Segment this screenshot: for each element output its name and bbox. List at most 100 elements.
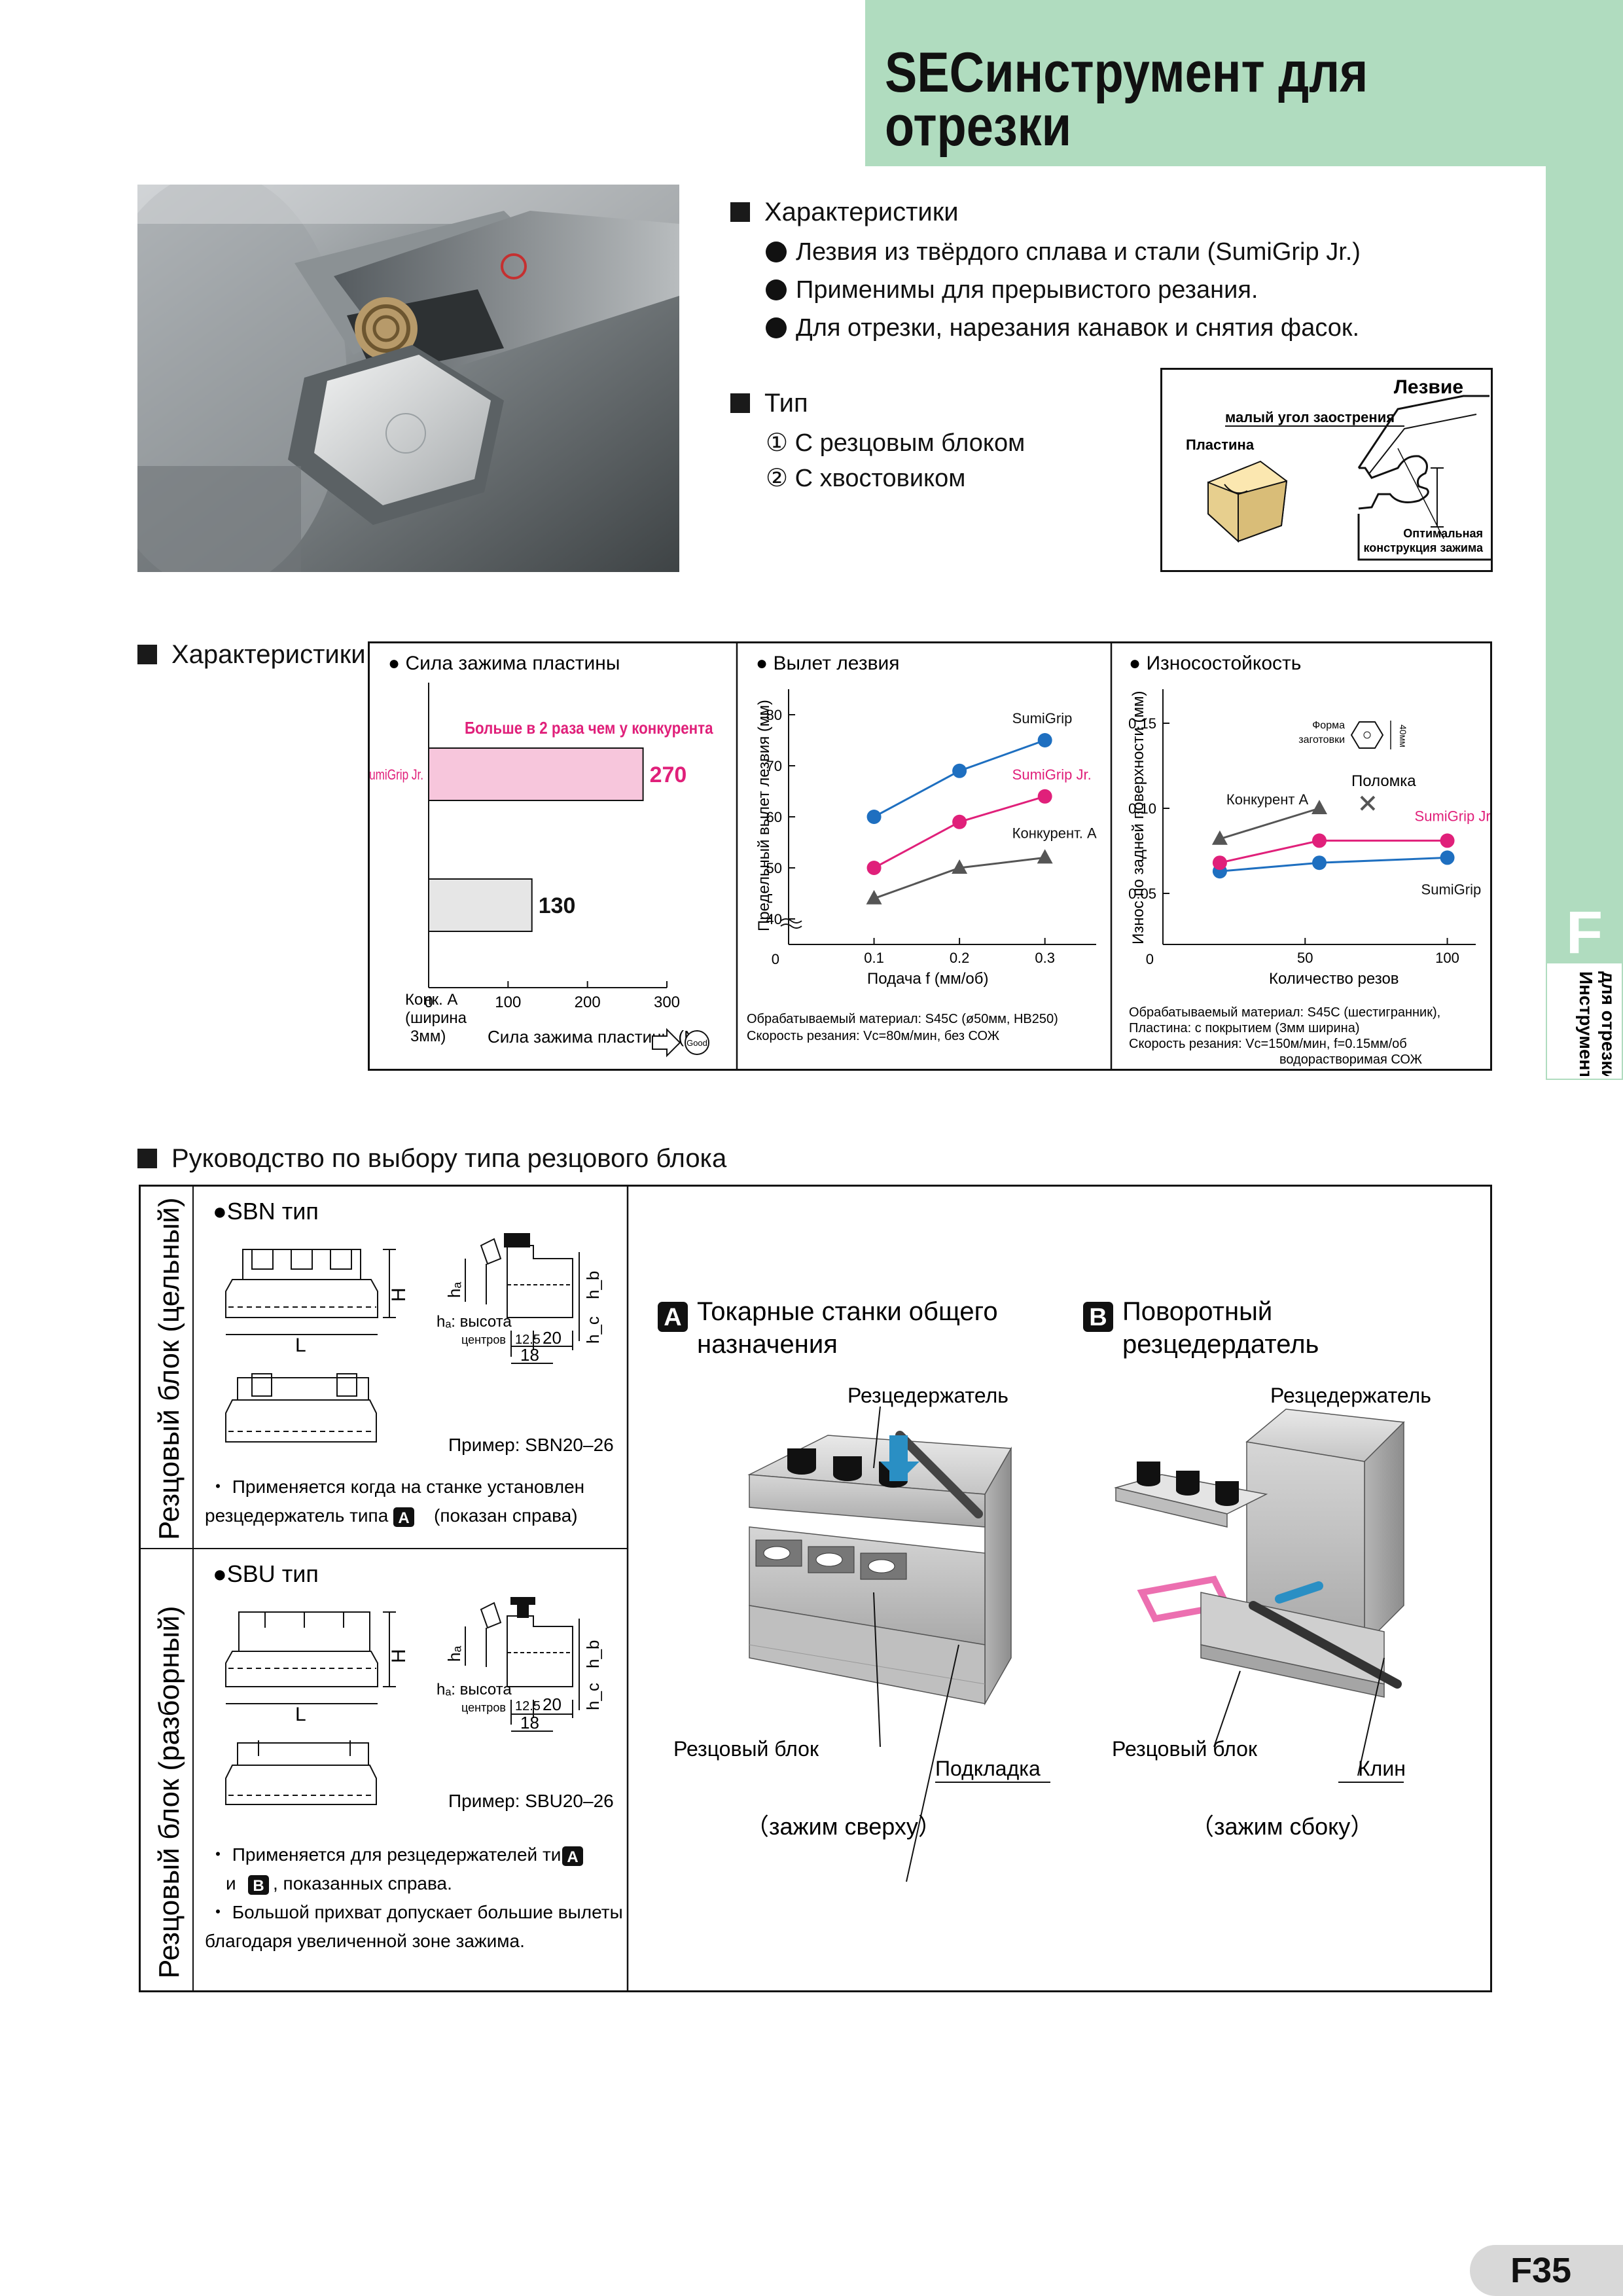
square-bullet-icon	[730, 393, 750, 413]
arrow-right-icon	[652, 1028, 681, 1058]
section-tab-text-line2: для отрезки	[1598, 971, 1614, 1076]
features-heading: Характеристики	[730, 198, 959, 227]
chart2-zero-label: 0	[772, 951, 779, 967]
chart2-y-tick-label: 70	[766, 758, 782, 774]
chart1-category-label: SumiGrip Jr.	[370, 767, 423, 783]
chart3-series-label: SumiGrip Jr.	[1415, 808, 1490, 824]
chart3-y-tick-label: 0.05	[1128, 886, 1156, 902]
chart3-series-line	[1219, 856, 1448, 872]
panel-b-title-1: Поворотный	[1122, 1297, 1272, 1326]
bullet-icon	[766, 279, 787, 300]
workpiece-label-2: заготовки	[1298, 734, 1345, 745]
chart3-note2: Пластина: с покрытием (3мм ширина)	[1129, 1021, 1359, 1035]
section-tab-letter: F	[1546, 900, 1623, 965]
sbn-drawing	[225, 1233, 580, 1443]
badge-b-large-text: B	[1089, 1304, 1107, 1331]
good-badge-icon: Good	[685, 1030, 709, 1055]
badge-b-large-icon: B	[1083, 1302, 1113, 1332]
sbn-title: ●SBN тип	[213, 1198, 319, 1225]
tool-photo	[137, 185, 679, 572]
chart2-x-tick-label: 0.1	[864, 950, 884, 966]
feature-item-text: Для отрезки, нарезания канавок и снятия …	[796, 314, 1360, 342]
badge-a-large-text: A	[664, 1304, 681, 1331]
type-heading-text: Тип	[764, 389, 808, 418]
blade-diagram-title: Лезвие	[1394, 376, 1463, 398]
panel-a-caption: （зажим сверху）	[745, 1813, 942, 1840]
chart2-x-tick-label: 0.2	[950, 950, 970, 966]
badge-a-icon: A	[393, 1507, 414, 1527]
chart3-zero-label: 0	[1146, 951, 1154, 967]
chart1-x-tick-label: 300	[654, 994, 680, 1011]
chart1-x-tick-label: 100	[495, 994, 521, 1011]
chart2-point	[952, 763, 967, 778]
chart1-ylabel-bar2-1: Конк. А	[405, 991, 457, 1009]
chart1-bar	[428, 878, 533, 932]
chart2-y-tick-label: 40	[766, 911, 782, 927]
sbu-dim-hc: h_c	[583, 1683, 603, 1710]
badge-a-text: A	[398, 1509, 409, 1527]
good-badge-text: Good	[687, 1038, 707, 1048]
chart3-series-line	[1219, 807, 1320, 840]
panel-b-illustration	[1114, 1408, 1405, 1698]
guide-heading-text: Руководство по выбору типа резцового бло…	[171, 1144, 727, 1173]
chart3-y-tick-label: 0.10	[1128, 800, 1156, 817]
chart3-point	[1440, 850, 1455, 865]
badge-b-text: B	[253, 1877, 264, 1895]
chart2-point	[866, 861, 882, 875]
sbu-note-b: ・ Большой прихват допускает большие выле…	[209, 1902, 623, 1922]
panel-b-title-2: резцедердатель	[1122, 1330, 1319, 1359]
type-item: ② С хвостовиком	[766, 465, 966, 492]
sbu-drawing	[225, 1597, 580, 1805]
chart1-bar	[428, 747, 644, 801]
blade-label-clamp-2: конструкция зажима	[1363, 541, 1484, 554]
sbn-dim-hb: h_b	[583, 1271, 603, 1299]
badge-a-icon: A	[562, 1846, 583, 1866]
chart3-title: ● Износостойкость	[1129, 653, 1301, 674]
panel-a-label-block: Резцовый блок	[673, 1737, 819, 1761]
chart3-note4: водорастворимая СОЖ	[1279, 1052, 1422, 1067]
badge-b-icon: B	[248, 1875, 269, 1895]
chart3-x-tick-label: 50	[1297, 950, 1313, 966]
square-bullet-icon	[137, 645, 157, 664]
workpiece-dim: 40мм	[1398, 725, 1408, 747]
sbu-dim-20: 20	[543, 1695, 562, 1714]
panel-a-label-holder: Резцедержатель	[847, 1384, 1008, 1407]
sbn-dim-20: 20	[543, 1328, 562, 1348]
sbu-note-a3: , показанных справа.	[273, 1873, 452, 1893]
chart1-bar-value: 270	[650, 762, 687, 787]
sbu-dim-H: H	[388, 1649, 410, 1663]
sbn-note-b1: резцедержатель типа	[205, 1505, 389, 1526]
header-band	[865, 0, 1623, 166]
chart2-point	[1037, 849, 1053, 864]
chart2-ylabel: Предельный вылет лезвия (мм)	[755, 700, 773, 931]
guide-table: Резцовый блок (цельный) Резцовый блок (р…	[139, 1185, 1492, 1992]
chart3-point	[1311, 800, 1327, 814]
page-number: F35	[1470, 2245, 1623, 2296]
blade-diagram: Лезвие малый угол заострения Пластина Оп…	[1160, 368, 1493, 572]
chart3-series-label: Конкурент А	[1226, 791, 1309, 808]
sbu-note-a1: ・ Применяется для резцедержателей типа	[209, 1844, 582, 1865]
sbu-dim-hb: h_b	[583, 1640, 603, 1668]
type-heading: Тип	[730, 389, 808, 418]
chart2-point	[1037, 789, 1052, 804]
sbu-note-c: благодаря увеличенной зоне зажима.	[205, 1931, 525, 1951]
chart3-breakage-label: Поломка	[1351, 772, 1416, 790]
chart2-y-tick-label: 50	[766, 860, 782, 876]
workpiece-label-1: Форма	[1312, 720, 1345, 731]
chart3-series-label: SumiGrip	[1421, 881, 1482, 897]
sbu-note-a2: и	[226, 1873, 236, 1893]
chart2-series-label: SumiGrip Jr.	[1012, 766, 1092, 783]
feature-item: Применимы для прерывистого резания.	[766, 276, 1258, 304]
feature-item-text: Применимы для прерывистого резания.	[796, 276, 1258, 304]
feature-item: Для отрезки, нарезания канавок и снятия …	[766, 314, 1359, 342]
sbn-dim-125: 12.5	[515, 1333, 541, 1347]
chart2-y-tick-label: 60	[766, 809, 782, 825]
chart2-point	[866, 810, 882, 824]
sbu-title: ●SBU тип	[213, 1560, 319, 1587]
chart3-point	[1312, 855, 1327, 870]
sbu-dim-ha: hₐ	[444, 1646, 464, 1662]
characteristics-heading-text: Характеристики	[171, 640, 366, 669]
square-bullet-icon	[137, 1149, 157, 1168]
sbn-example: Пример: SBN20–26	[448, 1435, 614, 1455]
section-tab-text: Инструмент для отрезки	[1555, 971, 1618, 1081]
